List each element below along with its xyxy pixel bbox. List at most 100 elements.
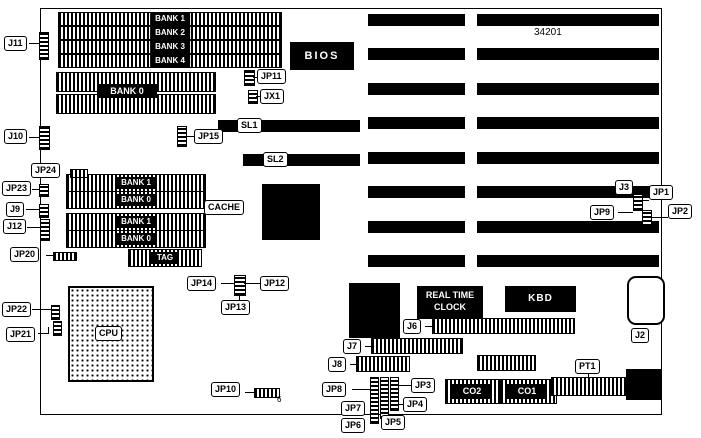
jp15-label: JP15 <box>194 129 224 144</box>
callout-line <box>244 283 260 284</box>
callout-line <box>253 77 257 78</box>
bios-chip: BIOS <box>290 42 354 70</box>
callout-line <box>399 385 411 386</box>
jp22-connector <box>51 305 60 320</box>
expansion-slot <box>368 48 465 60</box>
j12-label: J12 <box>3 219 27 234</box>
cpu-socket: CPU <box>68 286 154 382</box>
cache-label: CACHE <box>204 200 245 215</box>
co2-label: CO2 <box>452 384 492 399</box>
rtc-label-line1: REAL TIME <box>425 290 475 300</box>
expansion-slot <box>477 83 659 95</box>
callout-line <box>29 137 39 138</box>
j12-connector <box>40 219 50 241</box>
callout-line <box>185 136 194 137</box>
jp20-label: JP20 <box>10 247 40 262</box>
jp20-connector <box>53 252 77 261</box>
simm-bank-row: BANK 3 <box>58 40 282 54</box>
cache-sram-row: BANK 1 <box>66 174 206 192</box>
callout-line <box>239 294 240 300</box>
simm-bank-row: BANK 4 <box>58 54 282 68</box>
j10-label: J10 <box>4 129 28 144</box>
jx1-label: JX1 <box>260 89 285 104</box>
jx1-connector <box>248 90 258 104</box>
jp22-label: JP22 <box>2 302 32 317</box>
j8-label: J8 <box>328 357 347 372</box>
callout-line <box>618 212 633 213</box>
jp6-label: JP6 <box>341 418 366 433</box>
expansion-slot <box>368 83 465 95</box>
jp9-connector <box>642 210 652 227</box>
expansion-slot <box>477 152 659 164</box>
cache-bank-label: BANK 0 <box>116 233 156 245</box>
chipset-qfp-chip <box>262 184 320 240</box>
callout-line <box>588 373 589 378</box>
jp7-label: JP7 <box>341 401 366 416</box>
cache-bank-label: BANK 0 <box>116 194 156 206</box>
j10-connector <box>39 126 50 150</box>
callout-line <box>245 392 254 393</box>
tag-label: TAG <box>150 252 180 264</box>
jp23-label: JP23 <box>2 181 32 196</box>
j9-label: J9 <box>6 202 25 217</box>
cache-sram-row: BANK 0 <box>66 230 206 248</box>
callout-line <box>350 364 356 365</box>
jp3-label: JP3 <box>411 378 436 393</box>
jp13-label: JP13 <box>221 300 251 315</box>
cpu-label: CPU <box>95 326 123 341</box>
jp21-label: JP21 <box>6 327 36 342</box>
j11-label: J11 <box>4 36 27 51</box>
expansion-slot <box>368 117 465 129</box>
jp24-connector <box>70 169 88 178</box>
jp2-label: JP2 <box>668 204 693 219</box>
callout-line <box>26 209 39 210</box>
callout-line <box>29 43 39 44</box>
j2-label: J2 <box>631 328 650 343</box>
callout-line <box>32 189 39 190</box>
callout-line <box>425 326 432 327</box>
j8-connector <box>356 356 410 372</box>
tag-sram-chip: TAG <box>128 249 202 267</box>
j9-connector <box>39 204 49 218</box>
callout-line <box>27 227 40 228</box>
callout-line <box>32 309 51 310</box>
jp8-label: JP8 <box>322 382 347 397</box>
expansion-slot <box>368 14 465 26</box>
pt1-connector <box>551 377 627 396</box>
expansion-slot <box>368 255 465 267</box>
pt1-label: PT1 <box>575 359 600 374</box>
cache-bank-label: BANK 1 <box>116 177 156 189</box>
sl2-slot <box>243 154 360 166</box>
jp11-connector <box>244 70 255 86</box>
io-qfp-chip <box>349 283 400 338</box>
expansion-slot <box>477 14 659 26</box>
jp10-label: JP10 <box>211 382 241 397</box>
jp21-connector <box>53 321 62 336</box>
j6-label: J6 <box>403 319 422 334</box>
j7-connector <box>371 338 463 354</box>
jumper-pin-strip <box>390 377 399 411</box>
callout-line <box>352 389 370 390</box>
connector-block <box>477 355 536 371</box>
cache-sram-row: BANK 0 <box>66 191 206 209</box>
expansion-slot <box>368 152 465 164</box>
jp12-label: JP12 <box>260 276 290 291</box>
callout-line <box>38 333 49 334</box>
jp24-label: JP24 <box>31 163 61 178</box>
jp10-connector <box>254 388 280 398</box>
callout-line <box>48 327 49 334</box>
expansion-slot <box>368 186 465 198</box>
jp11-label: JP11 <box>257 69 286 84</box>
simm-bank-row: BANK 2 <box>58 26 282 40</box>
jumper-pin-strip <box>380 377 389 419</box>
rtc-label-line2: CLOCK <box>434 302 466 312</box>
j6-connector <box>432 318 575 334</box>
co1-label: CO1 <box>507 384 547 399</box>
callout-line <box>641 200 649 201</box>
simm-bank-label: BANK 1 <box>150 13 190 25</box>
jp9-label: JP9 <box>590 205 615 220</box>
expansion-slot <box>477 117 659 129</box>
jp1-label: JP1 <box>649 185 674 200</box>
cache-sram-row: BANK 1 <box>66 213 206 231</box>
expansion-slot <box>477 255 659 267</box>
